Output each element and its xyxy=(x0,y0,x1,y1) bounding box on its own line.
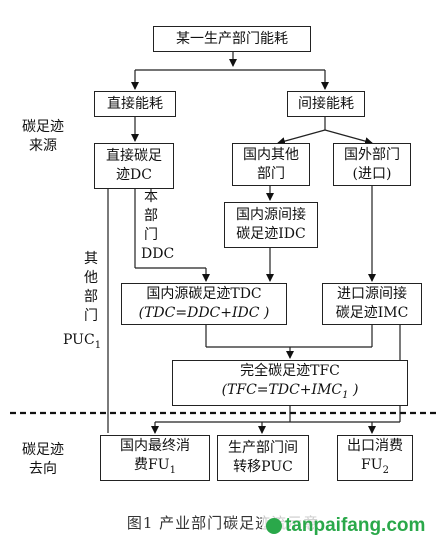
node-indirect-energy-label: 间接能耗 xyxy=(298,95,354,112)
label-destination-line2: 去向 xyxy=(29,461,57,477)
node-imc-line2: 碳足迹IMC xyxy=(335,305,409,321)
node-foreign-dept: 国外部门 (进口) xyxy=(333,143,411,186)
label-this-dept-3: 门 xyxy=(144,227,158,243)
label-this-dept: 本 部 门 xyxy=(143,188,159,245)
tfc-formula-main: (TFC=TDC+IMC xyxy=(221,381,343,398)
node-fu2-line2: FU2 xyxy=(361,456,389,480)
node-direct-cf-line2: 迹DC xyxy=(116,167,152,183)
node-top-label: 某一生产部门能耗 xyxy=(176,30,288,47)
tfc-formula-close: ) xyxy=(348,381,359,398)
label-puc1: PUC1 xyxy=(63,331,101,355)
node-fu2-line1: 出口消费 xyxy=(347,437,403,454)
fu1-main: 费FU xyxy=(134,456,170,473)
label-source-line1: 碳足迹 xyxy=(22,119,64,135)
node-puc: 生产部门间 转移PUC xyxy=(217,435,309,481)
label-this-dept-2: 部 xyxy=(144,208,158,224)
node-imc: 进口源间接 碳足迹IMC xyxy=(322,283,422,325)
node-direct-carbon-footprint: 直接碳足 迹DC xyxy=(94,143,174,189)
node-foreign-line2: (进口) xyxy=(352,165,392,182)
node-fu1-line1: 国内最终消 xyxy=(120,437,190,454)
node-domestic-other-line2: 部门 xyxy=(257,165,285,182)
label-source: 碳足迹 来源 xyxy=(18,118,68,156)
label-ddc-text: DDC xyxy=(141,246,175,262)
node-indirect-energy: 间接能耗 xyxy=(287,91,365,117)
node-tdc-formula: (TDC=DDC+IDC ) xyxy=(138,305,270,321)
node-domestic-indirect-line2: 碳足迹IDC xyxy=(236,226,306,242)
label-other-dept-3: 部 xyxy=(84,289,98,305)
label-destination: 碳足迹 去向 xyxy=(18,441,68,479)
fu2-main: FU xyxy=(361,456,383,473)
node-tfc: 完全碳足迹TFC (TFC=TDC+IMC1 ) xyxy=(172,360,408,406)
node-direct-cf-line1: 直接碳足 xyxy=(106,148,162,164)
node-imc-line1: 进口源间接 xyxy=(337,286,407,302)
label-other-dept-2: 他 xyxy=(84,270,98,286)
label-source-line2: 来源 xyxy=(29,138,57,154)
node-tfc-formula: (TFC=TDC+IMC1 ) xyxy=(222,381,359,405)
node-domestic-other-line1: 国内其他 xyxy=(243,146,299,163)
tfc-formula-sub: 1 xyxy=(342,389,349,401)
label-this-dept-1: 本 xyxy=(144,189,158,205)
fu2-sub: 2 xyxy=(382,464,389,476)
watermark-logo-icon xyxy=(266,518,282,534)
label-ddc: DDC xyxy=(141,245,174,264)
node-domestic-other-dept: 国内其他 部门 xyxy=(232,143,310,186)
node-direct-energy: 直接能耗 xyxy=(94,91,176,117)
node-domestic-indirect: 国内源间接 碳足迹IDC xyxy=(224,202,318,248)
watermark-text: tanpaifang.com xyxy=(285,515,426,536)
node-tfc-title: 完全碳足迹TFC xyxy=(240,362,340,379)
label-other-dept: 其 他 部 门 xyxy=(83,250,99,326)
node-tdc-line1: 国内源碳足迹TDC xyxy=(146,286,262,302)
fu1-sub: 1 xyxy=(169,464,176,476)
node-fu1-line2: 费FU1 xyxy=(134,456,176,480)
node-fu1: 国内最终消 费FU1 xyxy=(100,435,210,481)
label-puc1-sub: 1 xyxy=(94,339,102,351)
node-domestic-indirect-line1: 国内源间接 xyxy=(236,207,306,223)
label-puc1-text: PUC xyxy=(63,332,95,348)
node-tdc: 国内源碳足迹TDC (TDC=DDC+IDC ) xyxy=(121,283,287,325)
node-fu2: 出口消费 FU2 xyxy=(337,435,413,481)
label-other-dept-1: 其 xyxy=(84,251,98,267)
watermark: tanpaifang.com xyxy=(262,514,430,538)
node-direct-energy-label: 直接能耗 xyxy=(107,95,163,112)
label-other-dept-4: 门 xyxy=(84,308,98,324)
label-destination-line1: 碳足迹 xyxy=(22,442,64,458)
node-puc-line1: 生产部门间 xyxy=(228,440,298,456)
node-foreign-line1: 国外部门 xyxy=(344,146,400,163)
node-top: 某一生产部门能耗 xyxy=(153,26,311,52)
node-puc-line2: 转移PUC xyxy=(233,459,293,475)
